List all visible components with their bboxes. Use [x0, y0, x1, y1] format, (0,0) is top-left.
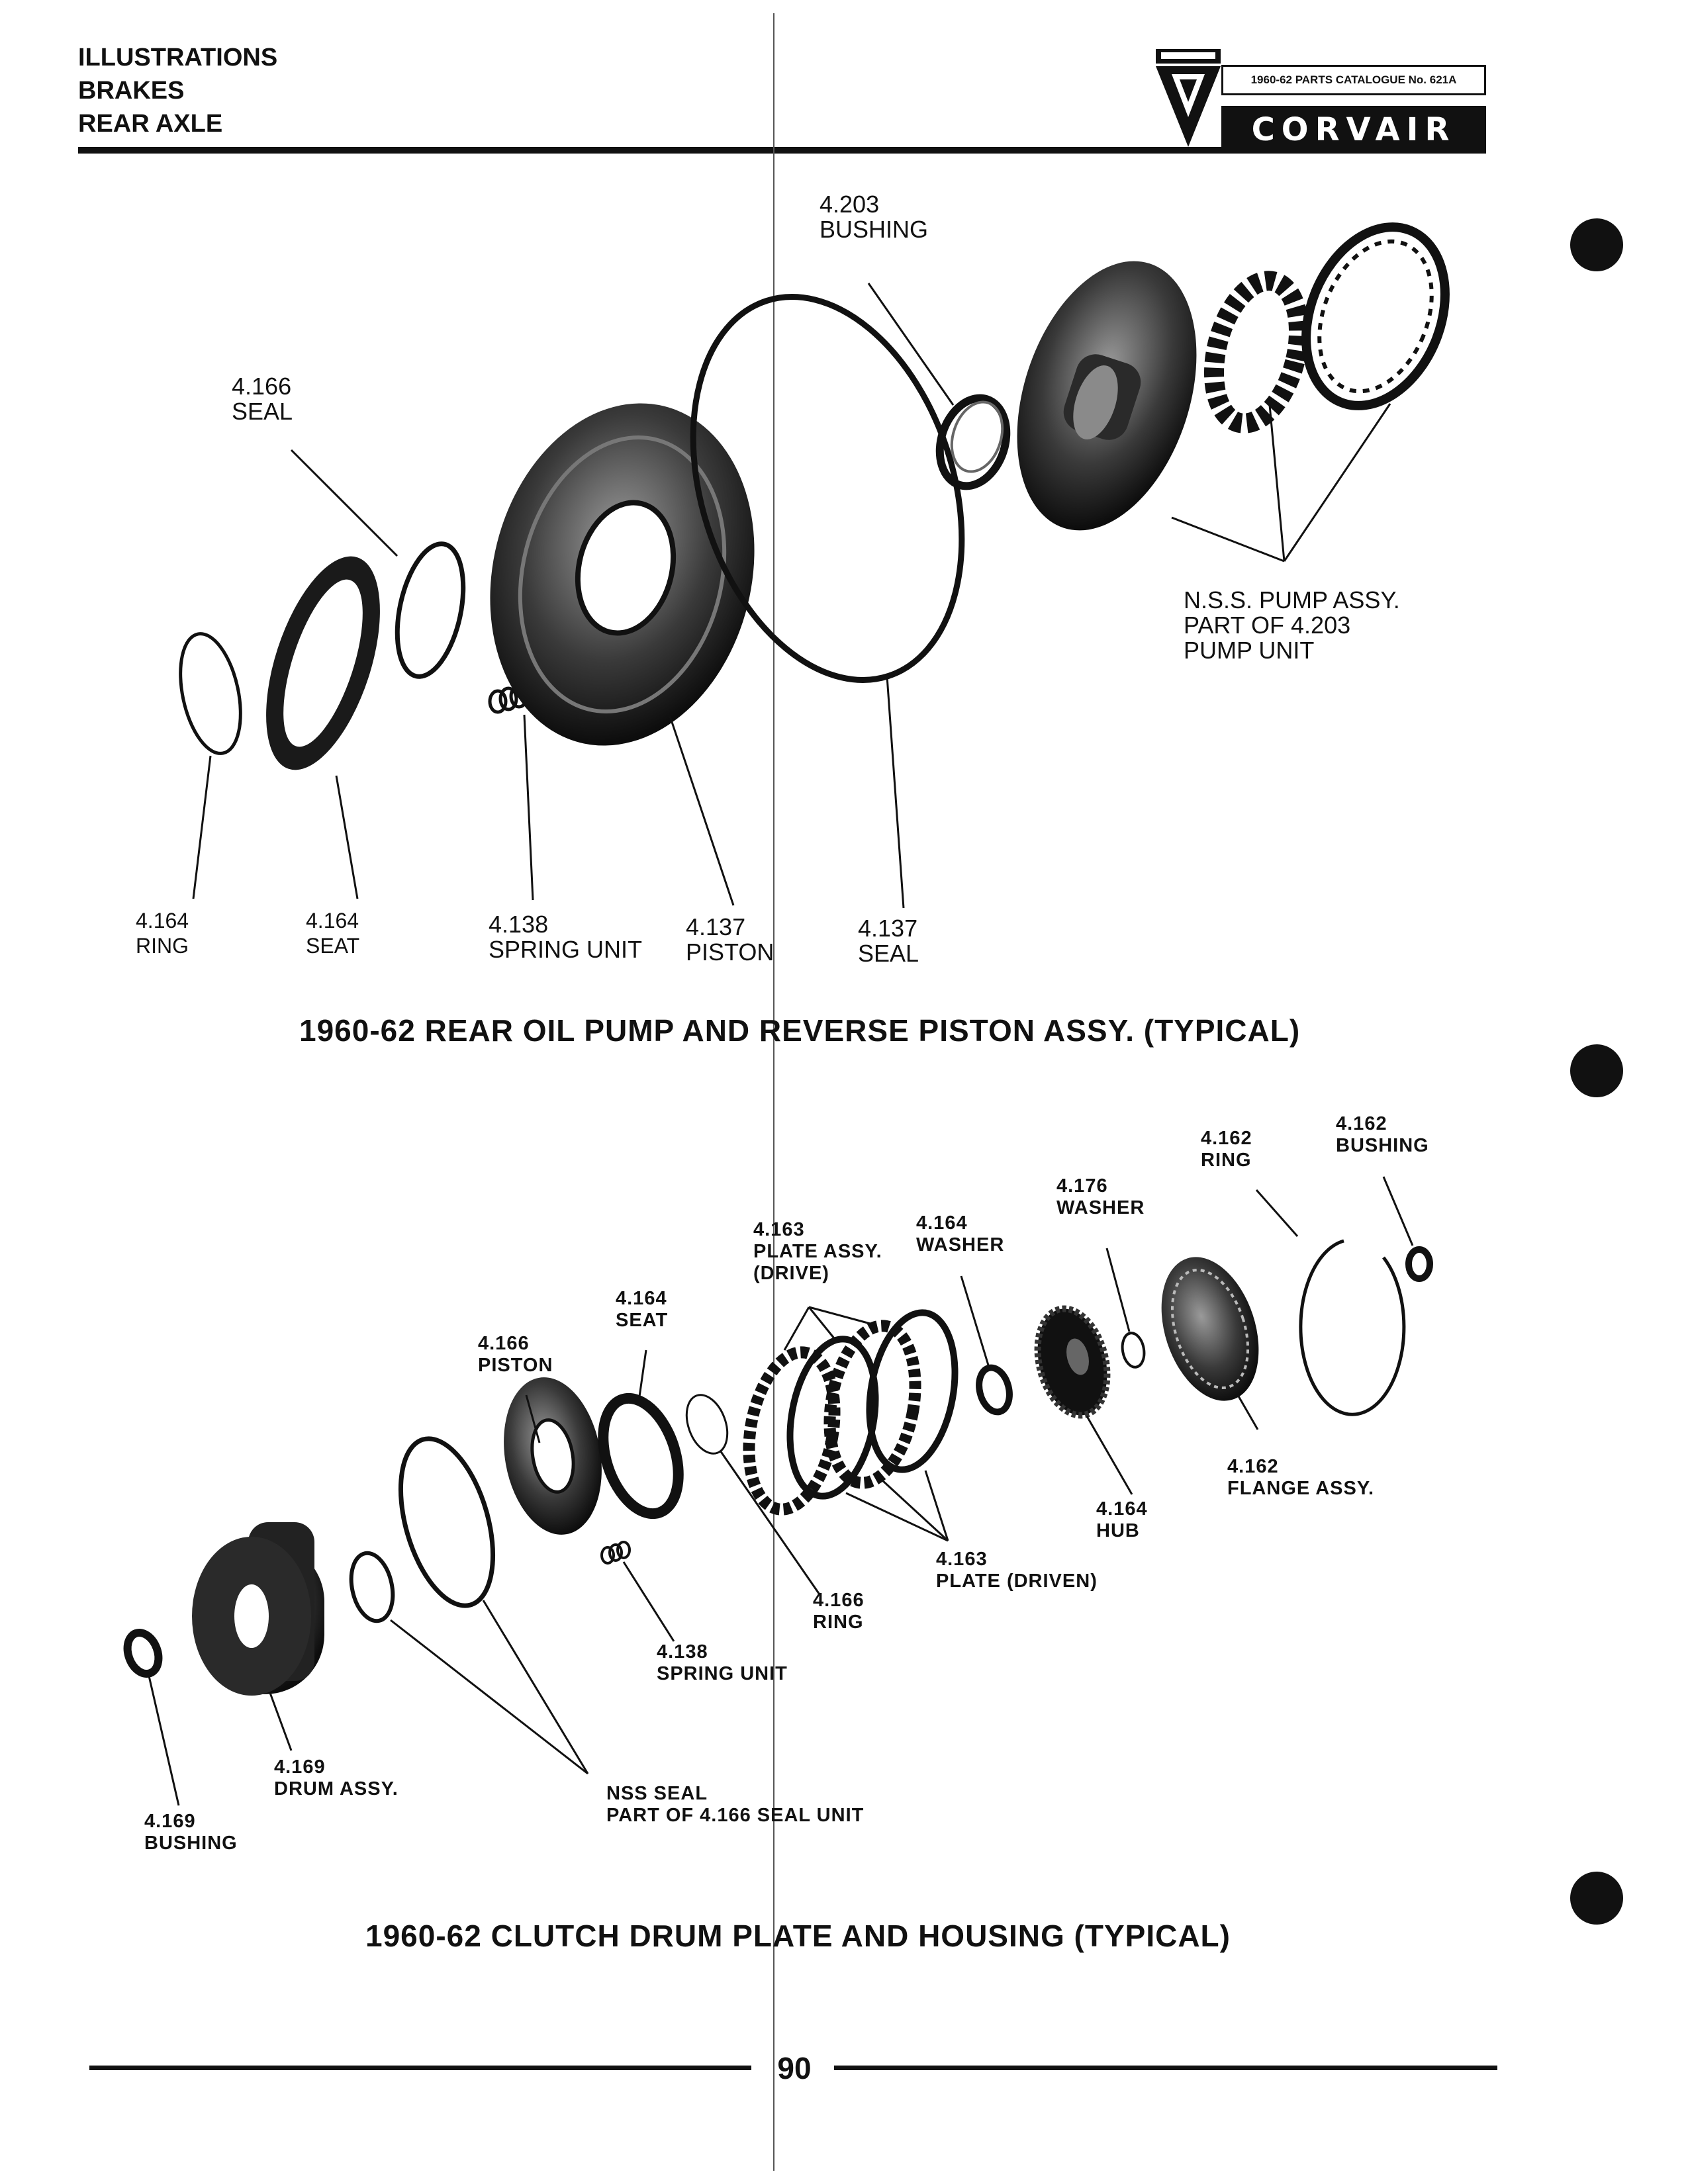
section-title-rear-axle: REAR AXLE [78, 110, 223, 138]
figure2-parts [123, 1239, 1433, 1696]
corvair-emblem-icon [1156, 49, 1221, 147]
section-title-illustrations: ILLUSTRATIONS [78, 44, 278, 71]
corvair-badge: 1960-62 PARTS CATALOGUE No. 621A CORVAIR [1152, 48, 1488, 157]
catalogue-number: 1960-62 PARTS CATALOGUE No. 621A [1250, 73, 1457, 86]
piston-4166-part [504, 1377, 602, 1535]
page-number: 90 [777, 2051, 812, 2085]
figure1-leaders [192, 283, 1391, 909]
header-rule [78, 147, 1485, 154]
scan-fold-line [773, 13, 774, 2171]
seal-4166-part [395, 541, 466, 679]
bushing-4162-part [1405, 1246, 1433, 1282]
binder-hole [1570, 218, 1623, 271]
flange-4162-part [1161, 1257, 1259, 1401]
pump-assy-part [1017, 261, 1197, 531]
washer-4164-part [976, 1364, 1013, 1416]
figure1-parts [179, 222, 1450, 770]
section-title-brakes: BRAKES [78, 77, 185, 105]
washer-4176-part [1121, 1332, 1146, 1369]
brand-wordmark: CORVAIR [1251, 111, 1456, 148]
drum-4169-part [192, 1522, 324, 1696]
ring-4162-part [1299, 1239, 1406, 1416]
figure2-caption: 1960-62 CLUTCH DRUM PLATE AND HOUSING (T… [365, 1919, 1231, 1953]
bushing-4203-part [935, 394, 1011, 490]
binder-hole [1570, 1872, 1623, 1925]
piston-4137-part [490, 403, 755, 746]
pump-inner-gear-part [1203, 271, 1309, 433]
ring-4166-part [685, 1394, 729, 1455]
figure1-caption: 1960-62 REAR OIL PUMP AND REVERSE PISTON… [299, 1013, 1301, 1048]
hub-4164-part [1034, 1305, 1111, 1419]
spring-4138-part [600, 1541, 631, 1565]
clutch-plates-part [743, 1309, 959, 1516]
figure2-leaders [147, 1176, 1414, 1806]
ring-4164-part [179, 632, 242, 755]
seal-4137-part [690, 294, 965, 683]
binder-hole [1570, 1044, 1623, 1097]
pump-outer-gear-part [1301, 222, 1450, 410]
bushing-4169-part [123, 1629, 163, 1678]
seat-4164-part [598, 1392, 684, 1520]
